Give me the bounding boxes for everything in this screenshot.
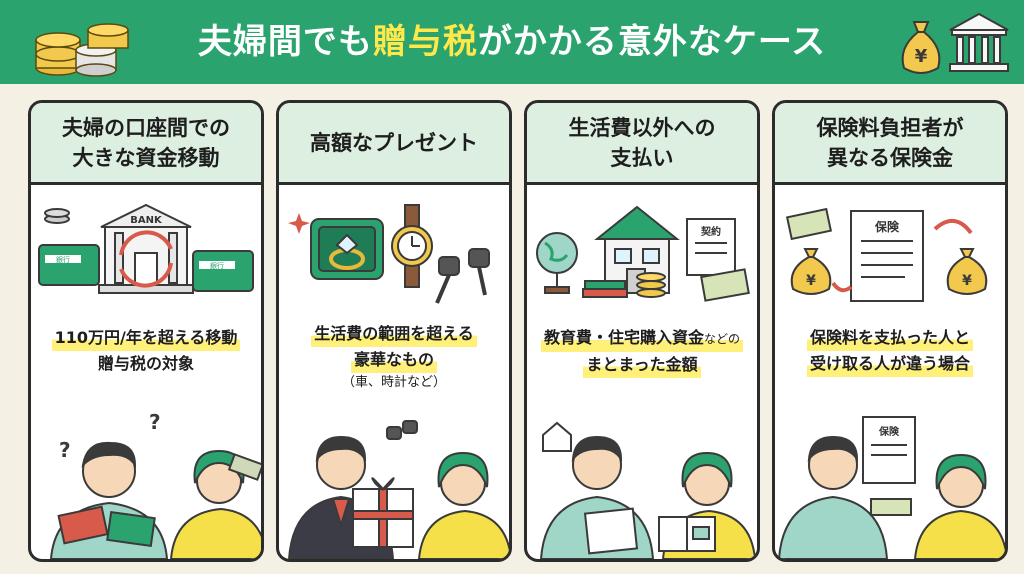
card-text-line-2: 贈与税の対象 — [97, 354, 194, 373]
insurance-doc-label-small: 保険 — [878, 425, 900, 438]
card-text-line-2: 受け取る人が違う場合 — [806, 351, 973, 377]
insurance-document-icon: 保険 ¥ ¥ — [785, 207, 988, 302]
confused-couple-illustration: ? ? — [49, 410, 261, 559]
card-description: 生活費の範囲を超える 豪華なもの （車、時計など） — [279, 321, 509, 393]
insurance-doc-label: 保険 — [874, 219, 900, 234]
case-card-account-transfer: 夫婦の口座間での 大きな資金移動 BANK 銀行 銀行 110万円/年を超える移… — [28, 100, 264, 562]
svg-text:¥: ¥ — [962, 273, 972, 289]
bank-building-icon — [949, 12, 1009, 72]
title-prefix: 夫婦間でも — [197, 22, 373, 62]
bankbook-label-right: 銀行 — [210, 261, 224, 270]
card-text-suffix: などの — [704, 332, 741, 346]
card-text-line-1: 生活費の範囲を超える — [311, 321, 477, 347]
house-contract-icon: 契約 — [536, 205, 750, 302]
card-text-main: 教育費・住宅購入資金 — [543, 328, 704, 347]
card-header: 保険料負担者が 異なる保険金 — [775, 103, 1005, 185]
title-suffix: がかかる意外なケース — [477, 22, 827, 62]
card-title-line-2: 支払い — [610, 145, 674, 170]
card-text-line-2: まとまった金額 — [583, 352, 701, 378]
payout-couple-illustration: 保険 — [777, 416, 1005, 559]
card-text-line-2: 豪華なもの — [350, 347, 437, 373]
card-text-line-1: 110万円/年を超える移動 — [51, 325, 241, 351]
card-description: 110万円/年を超える移動 贈与税の対象 — [31, 325, 261, 377]
card-note: （車、時計など） — [341, 375, 446, 390]
card-title-line-1: 生活費以外への — [568, 115, 716, 140]
contract-label: 契約 — [701, 225, 721, 238]
title-banner — [0, 0, 1024, 84]
card-title-line-1: 夫婦の口座間での — [62, 115, 230, 140]
svg-text:?: ? — [149, 410, 161, 434]
coin-stack-icon — [35, 23, 129, 77]
worried-couple-illustration — [539, 421, 757, 559]
card-header: 夫婦の口座間での 大きな資金移動 — [31, 103, 261, 185]
case-card-non-living-expense: 生活費以外への 支払い 契約 教育費・住宅購入資金などの — [524, 100, 760, 562]
card-header: 生活費以外への 支払い — [527, 103, 757, 185]
bank-transfer-icon: BANK 銀行 銀行 — [38, 203, 254, 294]
title-highlight: 贈与税 — [372, 22, 478, 62]
card-title-line-2: 大きな資金移動 — [72, 145, 220, 170]
card-description: 教育費・住宅購入資金などの まとまった金額 — [527, 325, 757, 378]
bag-yen-sign: ¥ — [915, 46, 928, 67]
svg-text:¥: ¥ — [806, 273, 816, 289]
card-description: 保険料を支払った人と 受け取る人が違う場合 — [775, 325, 1005, 377]
card-text-line-1: 教育費・住宅購入資金などの — [540, 325, 744, 352]
gift-couple-illustration — [287, 420, 509, 559]
svg-text:?: ? — [59, 438, 71, 462]
page-title: 夫婦間でも贈与税がかかる意外なケース — [0, 14, 1024, 63]
ring-watch-key-icon — [288, 204, 490, 304]
case-card-insurance-payout: 保険料負担者が 異なる保険金 保険 ¥ ¥ 保険料を支払った人と 受け取る人が違… — [772, 100, 1008, 562]
card-header: 高額なプレゼント — [279, 103, 509, 185]
card-title-line-1: 高額なプレゼント — [310, 130, 478, 155]
case-card-expensive-gift: 高額なプレゼント 生活費の範囲を超える 豪華なもの （車、時計など） — [276, 100, 512, 562]
card-title-line-1: 保険料負担者が — [816, 115, 964, 140]
card-text-line-1: 保険料を支払った人と — [806, 325, 973, 351]
card-title-line-2: 異なる保険金 — [827, 145, 953, 170]
yen-money-bag-icon: ¥ — [901, 21, 941, 74]
bankbook-label-left: 銀行 — [56, 255, 70, 264]
bank-sign-text: BANK — [130, 215, 163, 226]
